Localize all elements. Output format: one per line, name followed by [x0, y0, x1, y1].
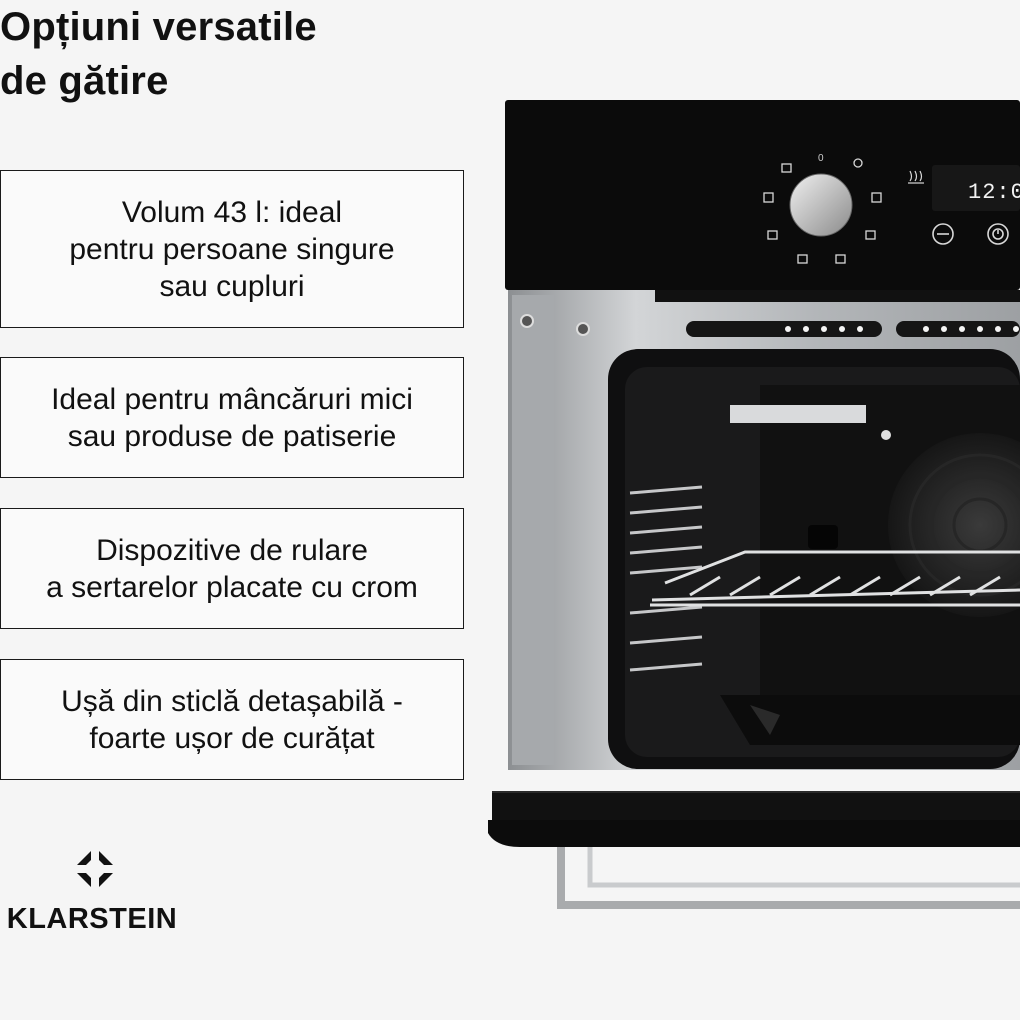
feature-box-chrome-rails: Dispozitive de rulare a sertarelor placa…	[0, 508, 464, 629]
oven-vent	[896, 321, 1020, 337]
oven-door[interactable]	[488, 820, 1020, 847]
oven-screw	[520, 314, 534, 328]
knob-zero-mark: 0	[818, 153, 824, 164]
brand-logo: KLARSTEIN	[0, 845, 190, 936]
top-bottom-heat-icon	[763, 192, 774, 203]
feature-text: Ușă din sticlă detașabilă -	[61, 684, 403, 718]
klarstein-diamond-logo-icon	[71, 845, 119, 893]
page-title: Opțiuni versatile de gătire	[0, 0, 317, 108]
steam-icon	[908, 170, 924, 184]
bottom-heat-icon	[767, 230, 778, 240]
defrost-icon	[871, 192, 882, 203]
title-line-2: de gătire	[0, 59, 169, 103]
wire-rack[interactable]	[650, 550, 1020, 607]
brand-name: KLARSTEIN	[6, 903, 178, 935]
oven-control-panel	[505, 100, 1020, 290]
oven-display	[932, 165, 1020, 211]
title-line-1: Opțiuni versatile	[0, 5, 317, 49]
feature-text: Volum 43 l: ideal	[121, 195, 343, 229]
clock-icon[interactable]	[987, 223, 1009, 245]
feature-text: sau cupluri	[159, 269, 305, 303]
oven-function-knob[interactable]	[790, 174, 852, 236]
shelf-rails	[629, 485, 703, 672]
display-time: 12:00	[968, 180, 1020, 205]
oven-screw	[576, 322, 590, 336]
oven-image: 0 12:00	[488, 100, 1020, 909]
feature-text: foarte ușor de curățat	[89, 721, 375, 755]
feature-text: pentru persoane singure	[69, 232, 395, 266]
feature-box-volume: Volum 43 l: ideal pentru persoane singur…	[0, 170, 464, 328]
door-handle[interactable]	[557, 847, 1020, 909]
feature-box-removable-glass: Ușă din sticlă detașabilă - foarte ușor …	[0, 659, 464, 780]
feature-text: sau produse de patiserie	[67, 419, 397, 453]
conventional-icon	[797, 254, 808, 264]
feature-text: Ideal pentru mâncăruri mici	[51, 382, 413, 416]
feature-box-small-dishes: Ideal pentru mâncăruri mici sau produse …	[0, 357, 464, 478]
feature-text: Dispozitive de rulare	[96, 533, 368, 567]
grill-icon	[781, 163, 792, 173]
minus-icon[interactable]	[932, 223, 954, 245]
fan-heat-icon	[835, 254, 846, 264]
oven-vent	[686, 321, 882, 337]
lamp-icon	[853, 158, 863, 168]
fan-icon	[865, 230, 876, 240]
feature-text: a sertarelor placate cu crom	[46, 570, 418, 604]
